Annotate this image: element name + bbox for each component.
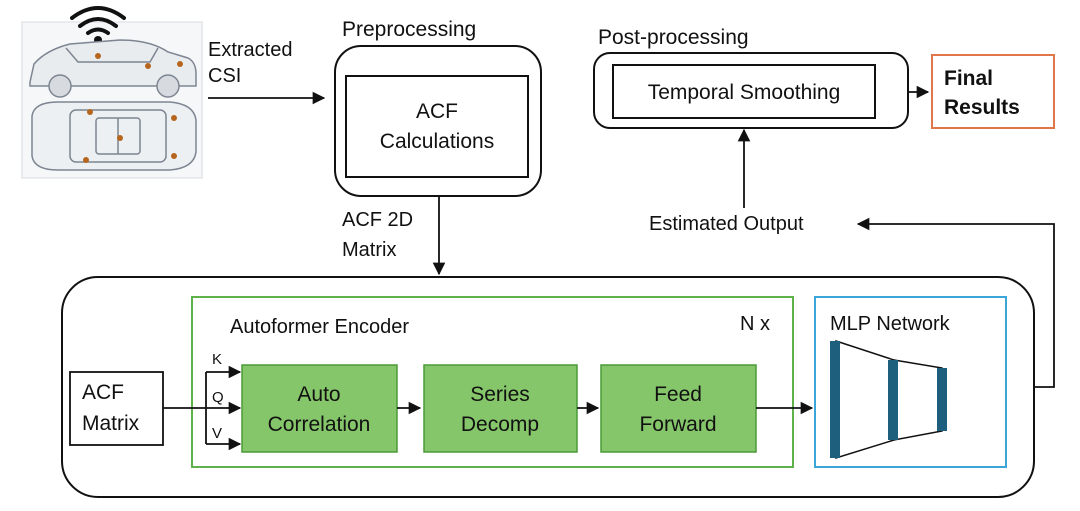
car-image	[21, 6, 203, 179]
series-decomp-line2: Decomp	[461, 413, 539, 436]
final-results-line2: Results	[944, 96, 1020, 119]
acf-calc-line2: Calculations	[380, 130, 494, 153]
model-container	[61, 276, 1035, 498]
csi-label-line1: Extracted	[208, 39, 292, 61]
autoformer-encoder-box	[191, 296, 794, 468]
feed-forward-line2: Forward	[639, 413, 716, 436]
auto-correlation-line2: Correlation	[268, 413, 371, 436]
mlp-layer-2	[888, 360, 898, 440]
car-side-view	[29, 39, 197, 98]
mlp-layer-1	[830, 341, 840, 458]
temporal-smoothing-block	[612, 64, 876, 119]
auto-correlation-block	[241, 364, 398, 453]
temporal-smoothing-label: Temporal Smoothing	[648, 81, 841, 104]
estimated-output-label: Estimated Output	[649, 213, 804, 235]
acf-matrix-input	[69, 371, 164, 446]
series-decomp-block	[423, 364, 578, 453]
acf-calc-line1: ACF	[416, 100, 458, 123]
feed-forward-line1: Feed	[654, 383, 702, 406]
mlp-network-box	[814, 296, 1007, 468]
preprocessing-box	[334, 45, 542, 197]
feedback-arrow	[856, 217, 1055, 388]
feed-forward-block	[600, 364, 757, 453]
encoder-title: Autoformer Encoder	[230, 316, 409, 338]
acf2d-label-line2: Matrix	[342, 239, 396, 261]
acf-matrix-line1: ACF	[82, 381, 124, 404]
auto-correlation-line1: Auto	[297, 383, 340, 406]
preprocessing-title: Preprocessing	[342, 18, 476, 41]
mlp-title: MLP Network	[830, 313, 951, 335]
acf-matrix-line2: Matrix	[82, 412, 140, 435]
v-label: V	[212, 425, 222, 442]
q-label: Q	[212, 389, 224, 406]
postprocessing-title: Post-processing	[598, 26, 749, 49]
mlp-layer-3	[937, 368, 947, 431]
car-top-view	[31, 101, 197, 171]
final-results-box	[931, 54, 1055, 129]
acf-calculations-block	[345, 75, 529, 178]
final-results-line1: Final	[944, 67, 993, 90]
csi-label-line2: CSI	[208, 65, 241, 87]
series-decomp-line1: Series	[470, 383, 530, 406]
k-label: K	[212, 351, 222, 368]
encoder-repeat: N x	[740, 313, 770, 335]
postprocessing-box	[593, 52, 909, 129]
mlp-layers	[830, 339, 947, 460]
acf2d-label-line1: ACF 2D	[342, 209, 413, 231]
